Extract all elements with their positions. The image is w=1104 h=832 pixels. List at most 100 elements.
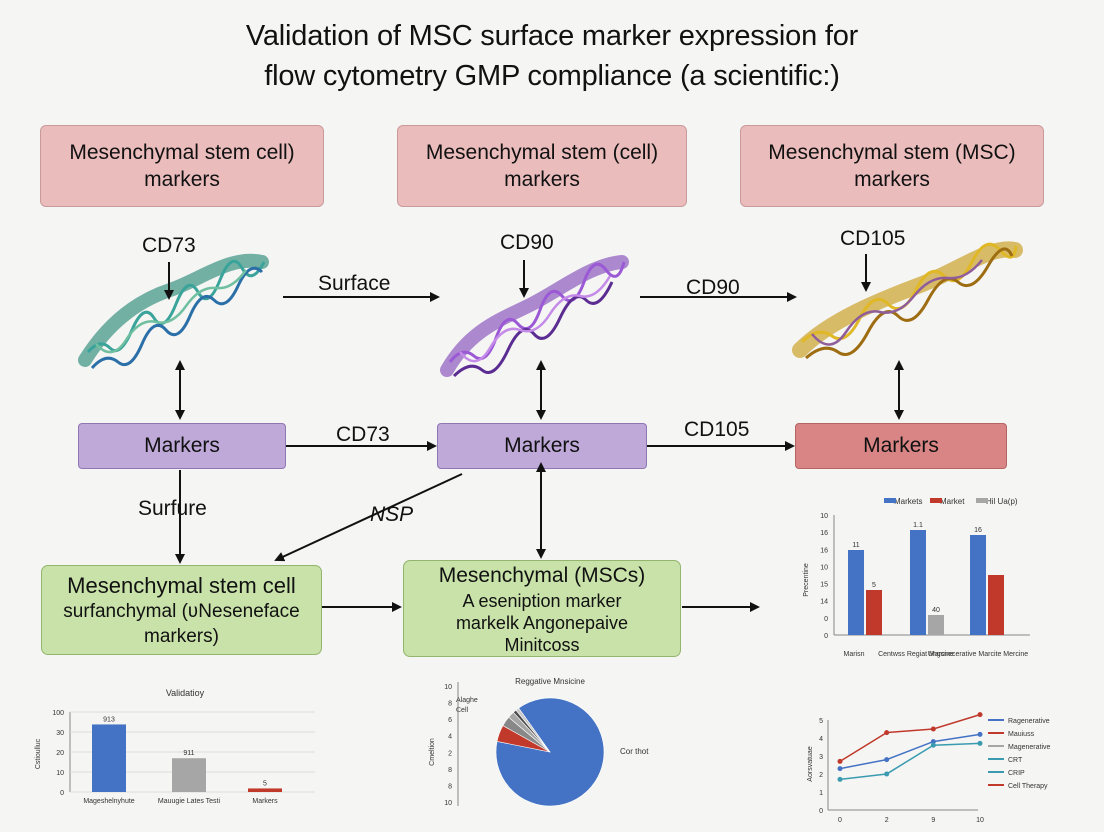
chart4-xtick-3: 10 — [976, 817, 984, 824]
chart2-data-label-0: 913 — [103, 716, 115, 723]
chart1-legend-1: Market — [940, 497, 965, 506]
top-box-1-line1: Mesenchymal stem cell) — [69, 141, 295, 164]
chart4-ytick-3: 2 — [819, 772, 823, 779]
chart2-ylabel: Cstioulluc — [35, 738, 42, 769]
green-box-mid-line1: Mesenchymal (MSCs) — [438, 563, 646, 587]
chart4-legend-3: CRT — [1008, 757, 1023, 764]
chart1-data-label-1-2: 40 — [932, 607, 940, 614]
chart4-point-1-1 — [884, 730, 890, 736]
chart4-point-2-3 — [977, 740, 983, 746]
chart1-xtick-1: Centwss Regiat Marcine — [878, 651, 954, 658]
chart1-data-label-1-0: 1.1 — [913, 522, 923, 529]
green-box-mid-line3: markelk Angonepaive — [455, 612, 629, 633]
chart3-title: Reggative Mnsicine — [515, 677, 585, 686]
chart2-title: Validatioy — [166, 688, 205, 698]
arrow-label-surface: Surface — [318, 272, 391, 295]
chart4-ytick-1: 4 — [819, 736, 823, 743]
chart4-point-0-3 — [977, 731, 983, 737]
chart4-legend-5: Cell Therapy — [1008, 783, 1048, 790]
marker-box-2-label: Markers — [504, 434, 580, 457]
chart1-ytick-3: 10 — [820, 564, 828, 571]
chart1-legend-2: Hil Ua(p) — [986, 497, 1018, 506]
chart4-ytick-0: 5 — [819, 718, 823, 725]
arrow-label-cd73: CD73 — [336, 423, 390, 446]
chart1-bar-0-1 — [866, 590, 882, 635]
chart2-ytick-4: 0 — [60, 790, 64, 797]
chart3-ytick-6: 8 — [448, 783, 452, 790]
chart4-legend-0: Ragenerative — [1008, 718, 1050, 725]
marker-box-2: Markers — [437, 423, 647, 469]
chart4-ylabel: Aorsvatuae — [807, 746, 814, 782]
chart4-point-1-0 — [837, 758, 843, 764]
top-box-2-line2: markers — [504, 168, 580, 191]
marker-box-1-label: Markers — [144, 434, 220, 457]
page-title-line1: Validation of MSC surface marker express… — [245, 20, 859, 52]
top-box-1-line2: markers — [144, 168, 220, 191]
top-box-2-line1: Mesenchymal stem (cell) — [425, 141, 659, 164]
chart1-bar-1-0 — [910, 530, 926, 635]
chart2-xtick-0: Mageshelnyhute — [83, 798, 134, 805]
chart1-data-label-0-0: 11 — [852, 542, 859, 549]
chart1-legend-0: Markets — [894, 497, 922, 506]
arrow-label-nsp: NSP — [370, 503, 414, 526]
chart1-ytick-4: 15 — [820, 582, 828, 589]
chart1-bar-2-0 — [970, 535, 986, 635]
chart3-slice-label-1: Cell — [456, 707, 469, 714]
chart1-legend-swatch-2 — [976, 498, 988, 503]
pie-chart-regenerative: Reggative Mnsicine Alaghe Cell Cor thot … — [429, 677, 649, 807]
chart2-data-label-2: 5 — [263, 780, 267, 787]
top-box-3-line2: markers — [854, 168, 930, 191]
chart4-ytick-5: 0 — [819, 808, 823, 815]
chart1-bar-0-0 — [848, 550, 864, 635]
chart3-ytick-2: 6 — [448, 717, 452, 724]
green-box-left-line2: surfanchymal (ʋNeseneface — [63, 600, 300, 622]
chart2-ytick-0: 100 — [52, 710, 64, 717]
chart1-ytick-2: 16 — [820, 547, 828, 554]
protein-label-cd105: CD105 — [840, 227, 906, 250]
chart3-ylabel: Cmeltion — [429, 738, 436, 766]
chart4-point-0-1 — [884, 757, 890, 763]
chart1-legend-swatch-0 — [884, 498, 896, 503]
arrow-label-cd105: CD105 — [684, 418, 750, 441]
chart2-ytick-3: 10 — [56, 770, 64, 777]
chart4-point-1-3 — [977, 712, 983, 718]
chart4-point-2-2 — [930, 742, 936, 748]
chart4-point-2-0 — [837, 776, 843, 782]
chart4-ytick-4: 1 — [819, 790, 823, 797]
chart4-xtick-2: 9 — [931, 817, 935, 824]
chart4-point-1-2 — [930, 726, 936, 732]
chart3-ytick-0: 10 — [444, 684, 452, 691]
chart4-point-2-1 — [884, 771, 890, 777]
chart4-point-0-2 — [930, 739, 936, 745]
chart2-bar-0 — [92, 724, 126, 792]
chart2-xtick-2: Markers — [252, 798, 278, 805]
chart3-ytick-4: 2 — [448, 750, 452, 757]
chart1-ytick-5: 14 — [820, 599, 828, 606]
chart2-bar-2 — [248, 788, 282, 792]
chart1-bar-2-1 — [988, 575, 1004, 635]
green-box-mid-line4: Minitcoss — [504, 634, 580, 655]
green-box-mid: Mesenchymal (MSCs) A eseniption marker m… — [403, 560, 681, 657]
chart4-line-0 — [839, 733, 981, 770]
chart4-xtick-0: 0 — [838, 817, 842, 824]
chart1-ytick-1: 16 — [820, 530, 828, 537]
top-box-3: Mesenchymal stem (MSC) markers — [740, 125, 1044, 207]
green-box-left-line1: Mesenchymal stem cell — [67, 572, 296, 598]
top-box-2: Mesenchymal stem (cell) markers — [397, 125, 687, 207]
protein-cd90-ribbon — [440, 255, 629, 378]
green-box-mid-line2: A eseniption marker — [462, 590, 622, 611]
chart3-ytick-5: 8 — [448, 767, 452, 774]
chart2-data-label-1: 911 — [183, 750, 194, 757]
page-title-line2: flow cytometry GMP compliance (a scienti… — [264, 60, 840, 92]
chart4-legend-4: CRIP — [1008, 770, 1025, 777]
chart3-slice-5 — [515, 707, 551, 753]
chart2-ytick-2: 20 — [56, 750, 64, 757]
chart2-xtick-1: Mauugie Lates Testi — [158, 798, 221, 805]
chart1-bar-1-2 — [928, 615, 944, 635]
chart3-slice-label-0: Alaghe — [456, 697, 478, 704]
chart1-ytick-6: 0 — [824, 616, 828, 623]
protein-label-cd90: CD90 — [500, 231, 554, 254]
chart1-data-label-0-1: 5 — [872, 582, 876, 589]
